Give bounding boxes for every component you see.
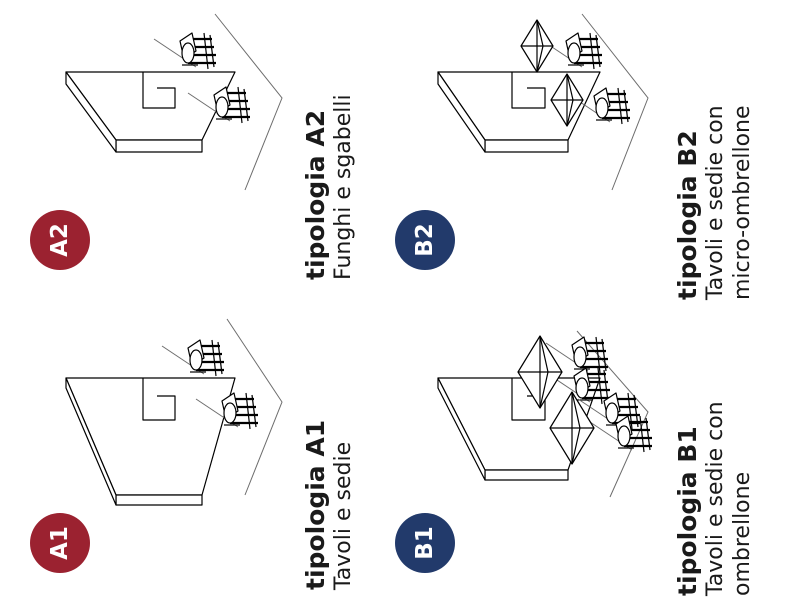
drawing-b1	[437, 330, 654, 498]
drawing-b2	[437, 13, 649, 191]
badge-b2: B2	[395, 210, 455, 270]
badge-b1: B1	[395, 513, 455, 573]
badge-a2: A2	[30, 210, 90, 270]
badge-a1: A1	[30, 513, 90, 573]
drawing-a2	[65, 13, 283, 191]
drawing-a1	[65, 318, 283, 506]
